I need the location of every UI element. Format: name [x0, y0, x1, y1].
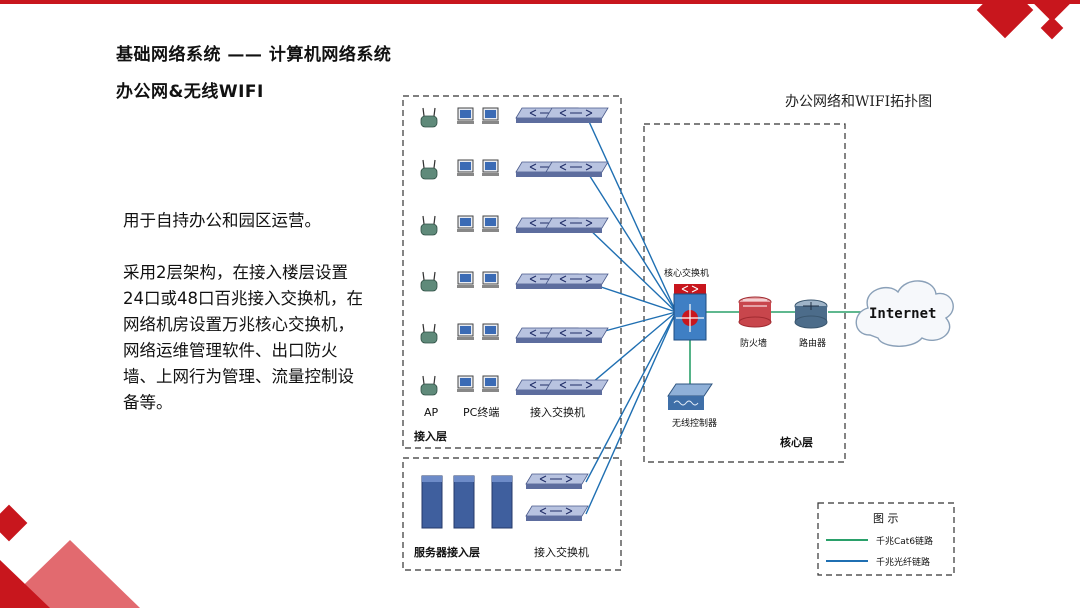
- decor-tri-2: [0, 560, 50, 608]
- pc-label: PC终端: [463, 405, 499, 419]
- server-layer-label: 服务器接入层: [414, 545, 480, 559]
- description-para-1: 用于自持办公和园区运营。: [123, 211, 321, 230]
- server-switch-1: [525, 473, 589, 490]
- fiber-links: [585, 114, 677, 515]
- internet-cloud: [855, 280, 954, 347]
- core-switch-label: 核心交换机: [664, 267, 709, 279]
- legend-box: [817, 502, 955, 576]
- server-layer-box: [402, 457, 622, 571]
- server-2: [453, 475, 475, 529]
- internet-label: Internet: [869, 306, 936, 322]
- firewall-label: 防火墙: [740, 337, 767, 349]
- access-switch-label: 接入交换机: [530, 405, 585, 419]
- diagram-title: 办公网络和WIFI拓扑图: [785, 94, 932, 110]
- server-switch-2: [525, 505, 589, 522]
- decor-tri-1: [0, 540, 140, 608]
- description-para-2: 采用2层架构，在接入楼层设置24口或48口百兆接入交换机，在网络机房设置万兆核心…: [123, 263, 363, 412]
- wireless-controller-label: 无线控制器: [672, 417, 717, 429]
- ap-label: AP: [424, 406, 439, 419]
- page-title: 基础网络系统 —— 计算机网络系统: [116, 45, 392, 65]
- access-rows: [420, 107, 609, 396]
- router: [794, 299, 828, 329]
- legend-title: 图 示: [873, 512, 899, 525]
- legend-fiber-label: 千兆光纤链路: [876, 556, 930, 568]
- firewall: [738, 296, 772, 328]
- router-label: 路由器: [799, 337, 826, 349]
- page-subtitle: 办公网&无线WIFI: [116, 82, 264, 102]
- description-block: 用于自持办公和园区运营。 采用2层架构，在接入楼层设置24口或48口百兆接入交换…: [123, 208, 363, 442]
- decor-diamond-4: [0, 504, 28, 542]
- core-layer-box: [643, 123, 846, 463]
- legend-cat6-label: 千兆Cat6链路: [876, 535, 933, 547]
- wireless-controller: [667, 383, 713, 410]
- server-switch-label: 接入交换机: [534, 545, 589, 559]
- server-3: [491, 475, 513, 529]
- core-layer-label: 核心层: [780, 435, 813, 449]
- core-switch: [673, 284, 707, 341]
- access-layer-box: [402, 95, 622, 449]
- cat6-links: [689, 311, 862, 384]
- access-layer-label: 接入层: [414, 429, 447, 443]
- server-1: [421, 475, 443, 529]
- top-accent-bar: [0, 0, 1080, 4]
